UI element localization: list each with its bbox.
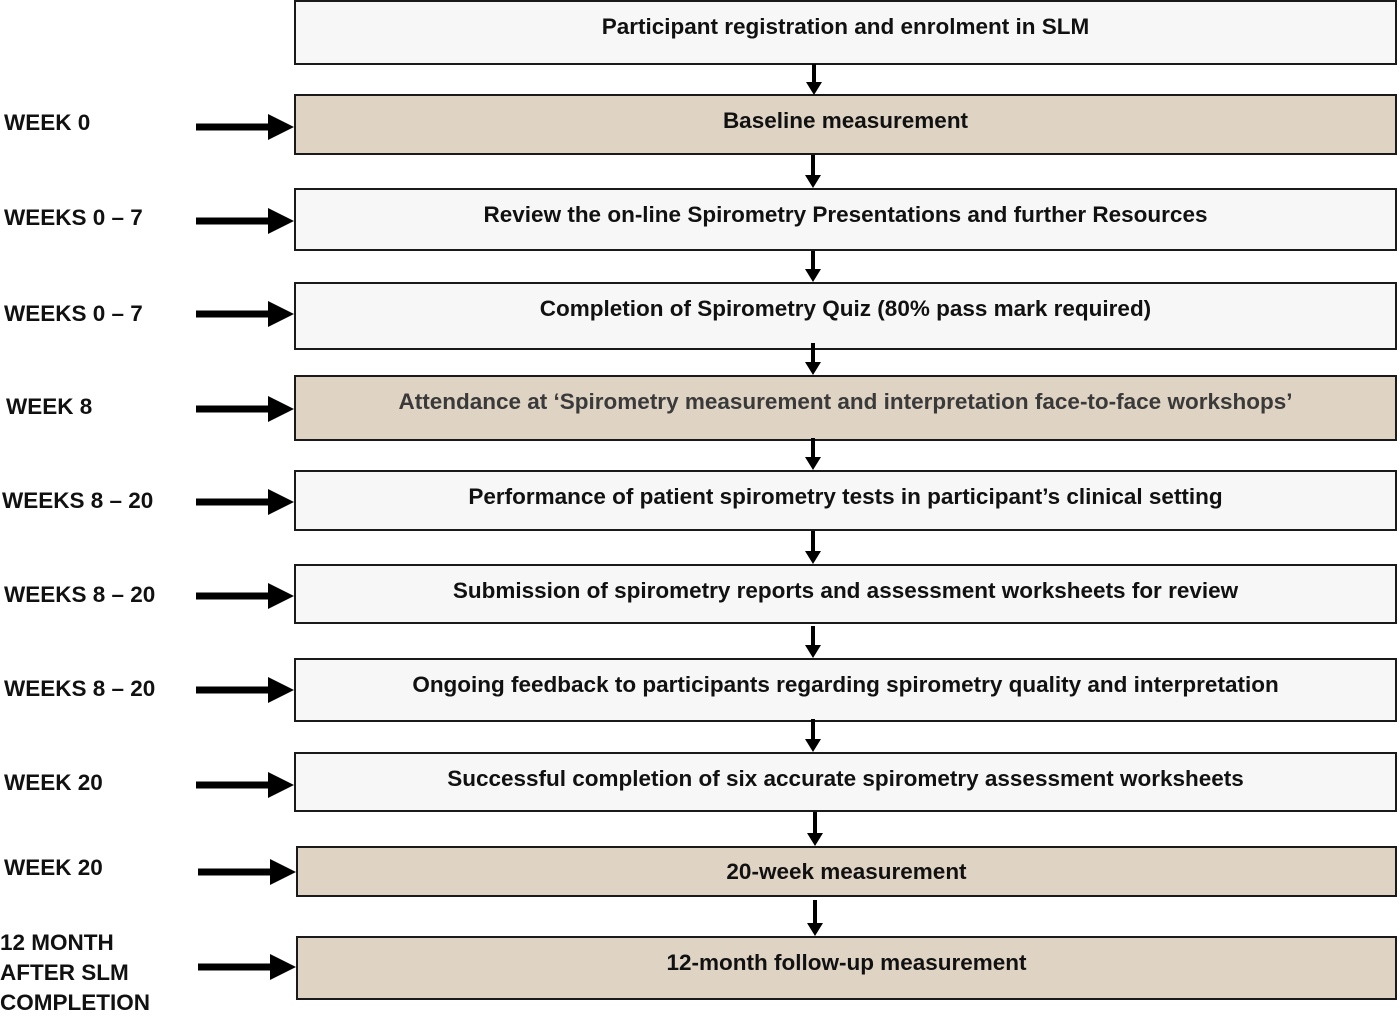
week-label: WEEKS 0 – 7 xyxy=(4,301,143,326)
step-box-workshop-attendance: Attendance at ‘Spirometry measurement an… xyxy=(294,375,1397,441)
week-label: WEEKS 8 – 20 xyxy=(4,582,156,607)
step-label: 12-month follow-up measurement xyxy=(666,950,1027,975)
step-box-registration: Participant registration and enrolment i… xyxy=(294,0,1397,65)
step-box-ongoing-feedback: Ongoing feedback to participants regardi… xyxy=(294,658,1397,722)
step-label: Successful completion of six accurate sp… xyxy=(447,766,1244,791)
step-label: Ongoing feedback to participants regardi… xyxy=(412,672,1279,697)
right-arrow-head xyxy=(270,954,296,980)
down-arrow-head xyxy=(805,362,821,375)
step-label: Attendance at ‘Spirometry measurement an… xyxy=(398,389,1293,414)
week-label: WEEKS 8 – 20 xyxy=(4,676,156,701)
down-arrow-head xyxy=(807,833,823,846)
step-label: Review the on-line Spirometry Presentati… xyxy=(483,202,1208,227)
down-arrow-head xyxy=(806,82,822,95)
step-box-review-presentations: Review the on-line Spirometry Presentati… xyxy=(294,188,1397,251)
right-arrow-head xyxy=(268,772,294,798)
right-arrow-head xyxy=(268,301,294,327)
week-label: WEEKS 0 – 7 xyxy=(4,205,143,230)
down-arrow-head xyxy=(805,551,821,564)
step-box-20-week-measurement: 20-week measurement xyxy=(296,846,1397,897)
right-arrow-head xyxy=(268,396,294,422)
week-label: WEEK 0 xyxy=(4,110,91,135)
down-arrow-head xyxy=(805,175,821,188)
step-label: Completion of Spirometry Quiz (80% pass … xyxy=(539,296,1152,321)
step-label: 20-week measurement xyxy=(726,858,967,884)
step-box-12-month-follow-up: 12-month follow-up measurement xyxy=(296,936,1397,1000)
step-label: Performance of patient spirometry tests … xyxy=(468,484,1223,509)
step-label: Submission of spirometry reports and ass… xyxy=(452,578,1239,603)
step-box-baseline-measurement: Baseline measurement xyxy=(294,94,1397,155)
down-arrow-head xyxy=(805,457,821,470)
right-arrow-head xyxy=(268,208,294,234)
week-label: WEEK 20 xyxy=(4,770,103,795)
down-arrow-head xyxy=(805,645,821,658)
step-box-spirometry-quiz: Completion of Spirometry Quiz (80% pass … xyxy=(294,282,1397,350)
step-label: Participant registration and enrolment i… xyxy=(601,14,1090,39)
down-arrow-head xyxy=(807,923,823,936)
step-box-report-submission: Submission of spirometry reports and ass… xyxy=(294,564,1397,624)
right-arrow-head xyxy=(268,489,294,515)
week-label: WEEKS 8 – 20 xyxy=(2,488,154,513)
down-arrow-head xyxy=(805,269,821,282)
week-label: 12 MONTH AFTER SLM COMPLETION xyxy=(0,930,150,1015)
right-arrow-head xyxy=(270,859,296,885)
right-arrow-head xyxy=(268,677,294,703)
down-arrow-head xyxy=(805,739,821,752)
right-arrow-head xyxy=(268,114,294,140)
right-arrow-head xyxy=(268,583,294,609)
step-box-worksheets-completion: Successful completion of six accurate sp… xyxy=(294,752,1397,812)
step-box-patient-tests: Performance of patient spirometry tests … xyxy=(294,470,1397,531)
week-label: WEEK 20 xyxy=(4,855,103,880)
step-label: Baseline measurement xyxy=(722,108,969,133)
week-label: WEEK 8 xyxy=(6,394,93,419)
